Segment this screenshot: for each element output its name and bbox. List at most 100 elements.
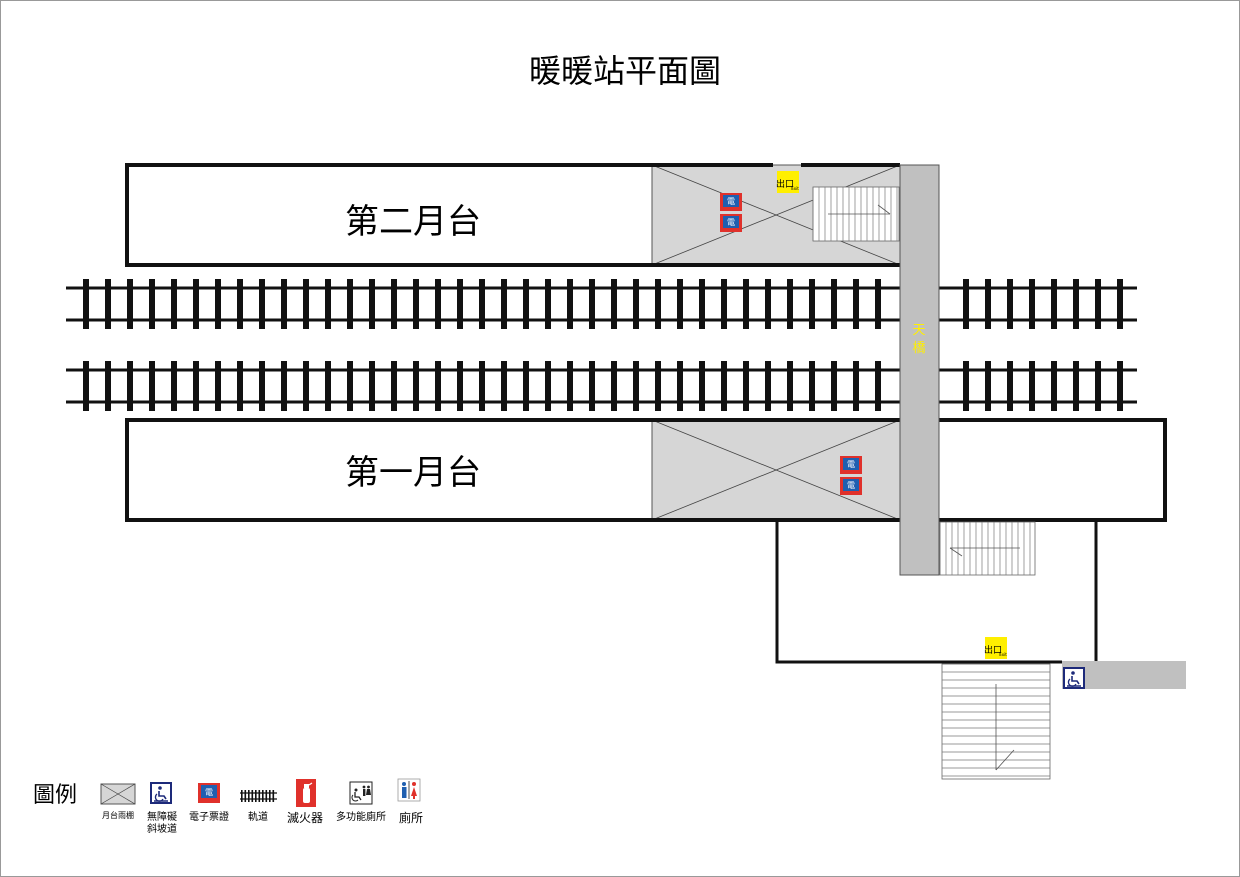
- track-sleeper: [413, 279, 419, 329]
- track-sleeper: [831, 279, 837, 329]
- track-sleeper: [853, 279, 859, 329]
- track-sleeper: [237, 279, 243, 329]
- track-sleeper: [83, 279, 89, 329]
- track-sleeper: [347, 279, 353, 329]
- track-sleeper: [963, 361, 969, 411]
- track-sleeper: [787, 279, 793, 329]
- fire-extinguisher-icon: [296, 779, 316, 807]
- track-sleeper: [1007, 361, 1013, 411]
- track-2: [66, 361, 1137, 411]
- wheelchair-icon: [1063, 667, 1085, 689]
- track-sleeper: [281, 279, 287, 329]
- track-sleeper: [655, 361, 661, 411]
- track-sleeper: [611, 361, 617, 411]
- legend-heading: 圖例: [33, 783, 77, 808]
- track-sleeper: [215, 279, 221, 329]
- svg-text:電: 電: [205, 788, 213, 797]
- track-sleeper: [699, 361, 705, 411]
- overpass-label-char-2: 橋: [912, 341, 925, 356]
- track-sleeper: [281, 361, 287, 411]
- legend-wheelchair-icon: [150, 782, 172, 804]
- track-sleeper: [985, 279, 991, 329]
- legend-eticket-label: 電子票證: [189, 810, 229, 823]
- track-sleeper: [127, 361, 133, 411]
- track-sleeper: [1095, 361, 1101, 411]
- track-sleeper: [457, 279, 463, 329]
- eticket-reader-icon: 電: [720, 214, 742, 232]
- accessible-toilet-icon: [349, 781, 373, 805]
- track-sleeper: [743, 361, 749, 411]
- track-sleeper: [105, 361, 111, 411]
- platform-2-label: 第二月台: [345, 202, 481, 242]
- svg-text:出口: 出口: [984, 644, 1002, 656]
- track-sleeper: [325, 279, 331, 329]
- track-sleeper: [347, 361, 353, 411]
- track-sleeper: [545, 279, 551, 329]
- track-sleeper: [193, 361, 199, 411]
- track-sleeper: [391, 279, 397, 329]
- track-sleeper: [567, 279, 573, 329]
- overpass: 天 橋: [899, 164, 940, 576]
- track-1: [66, 279, 1137, 329]
- track-sleeper: [633, 361, 639, 411]
- track-sleeper: [875, 361, 881, 411]
- track-sleeper: [303, 279, 309, 329]
- track-sleeper: [677, 361, 683, 411]
- exit-stairs: [941, 663, 1051, 780]
- track-sleeper: [479, 361, 485, 411]
- legend-canopy-symbol: [100, 783, 136, 805]
- legend-eticket-icon: 電: [198, 783, 220, 803]
- platform-1: 第一月台: [125, 418, 1167, 522]
- track-sleeper: [105, 279, 111, 329]
- track-sleeper: [303, 361, 309, 411]
- legend-track-label: 軌道: [248, 810, 268, 823]
- track-sleeper: [325, 361, 331, 411]
- track-sleeper: [193, 279, 199, 329]
- track-sleeper: [787, 361, 793, 411]
- track-sleeper: [1029, 361, 1035, 411]
- track-sleeper: [523, 361, 529, 411]
- track-sleeper: [677, 279, 683, 329]
- track-sleeper: [457, 361, 463, 411]
- svg-text:Exit: Exit: [999, 652, 1007, 657]
- track-sleeper: [545, 361, 551, 411]
- track-sleeper: [259, 361, 265, 411]
- railway-tracks: [66, 279, 1137, 411]
- svg-text:電: 電: [727, 197, 735, 206]
- svg-text:電: 電: [847, 481, 855, 490]
- track-sleeper: [809, 361, 815, 411]
- track-sleeper: [215, 361, 221, 411]
- track-sleeper: [721, 279, 727, 329]
- track-sleeper: [611, 279, 617, 329]
- legend-ramp-label-1: 無障礙: [147, 810, 177, 823]
- track-sleeper: [1117, 361, 1123, 411]
- track-sleeper: [1073, 279, 1079, 329]
- track-sleeper: [501, 361, 507, 411]
- track-sleeper: [1051, 279, 1057, 329]
- legend-track-symbol: [240, 790, 277, 802]
- track-sleeper: [655, 279, 661, 329]
- track-sleeper: [171, 361, 177, 411]
- svg-text:出口: 出口: [776, 178, 794, 190]
- platform-2-stairs: [812, 186, 900, 242]
- track-sleeper: [149, 279, 155, 329]
- legend-extinguisher-label: 滅火器: [287, 811, 323, 825]
- track-sleeper: [831, 361, 837, 411]
- svg-text:Exit: Exit: [791, 186, 799, 191]
- plan-title: 暖暖站平面圖: [529, 52, 721, 90]
- overpass-stairs: [939, 521, 1036, 576]
- track-sleeper: [1029, 279, 1035, 329]
- legend: 圖例 月台雨棚 無障礙 斜坡道 電 電子票證 軌道: [33, 778, 423, 835]
- track-sleeper: [589, 361, 595, 411]
- track-sleeper: [391, 361, 397, 411]
- track-sleeper: [1051, 361, 1057, 411]
- track-sleeper: [149, 361, 155, 411]
- eticket-reader-icon: 電: [840, 477, 862, 495]
- eticket-reader-icon: 電: [720, 193, 742, 211]
- track-sleeper: [765, 279, 771, 329]
- track-sleeper: [809, 279, 815, 329]
- svg-text:電: 電: [727, 218, 735, 227]
- track-sleeper: [127, 279, 133, 329]
- track-sleeper: [501, 279, 507, 329]
